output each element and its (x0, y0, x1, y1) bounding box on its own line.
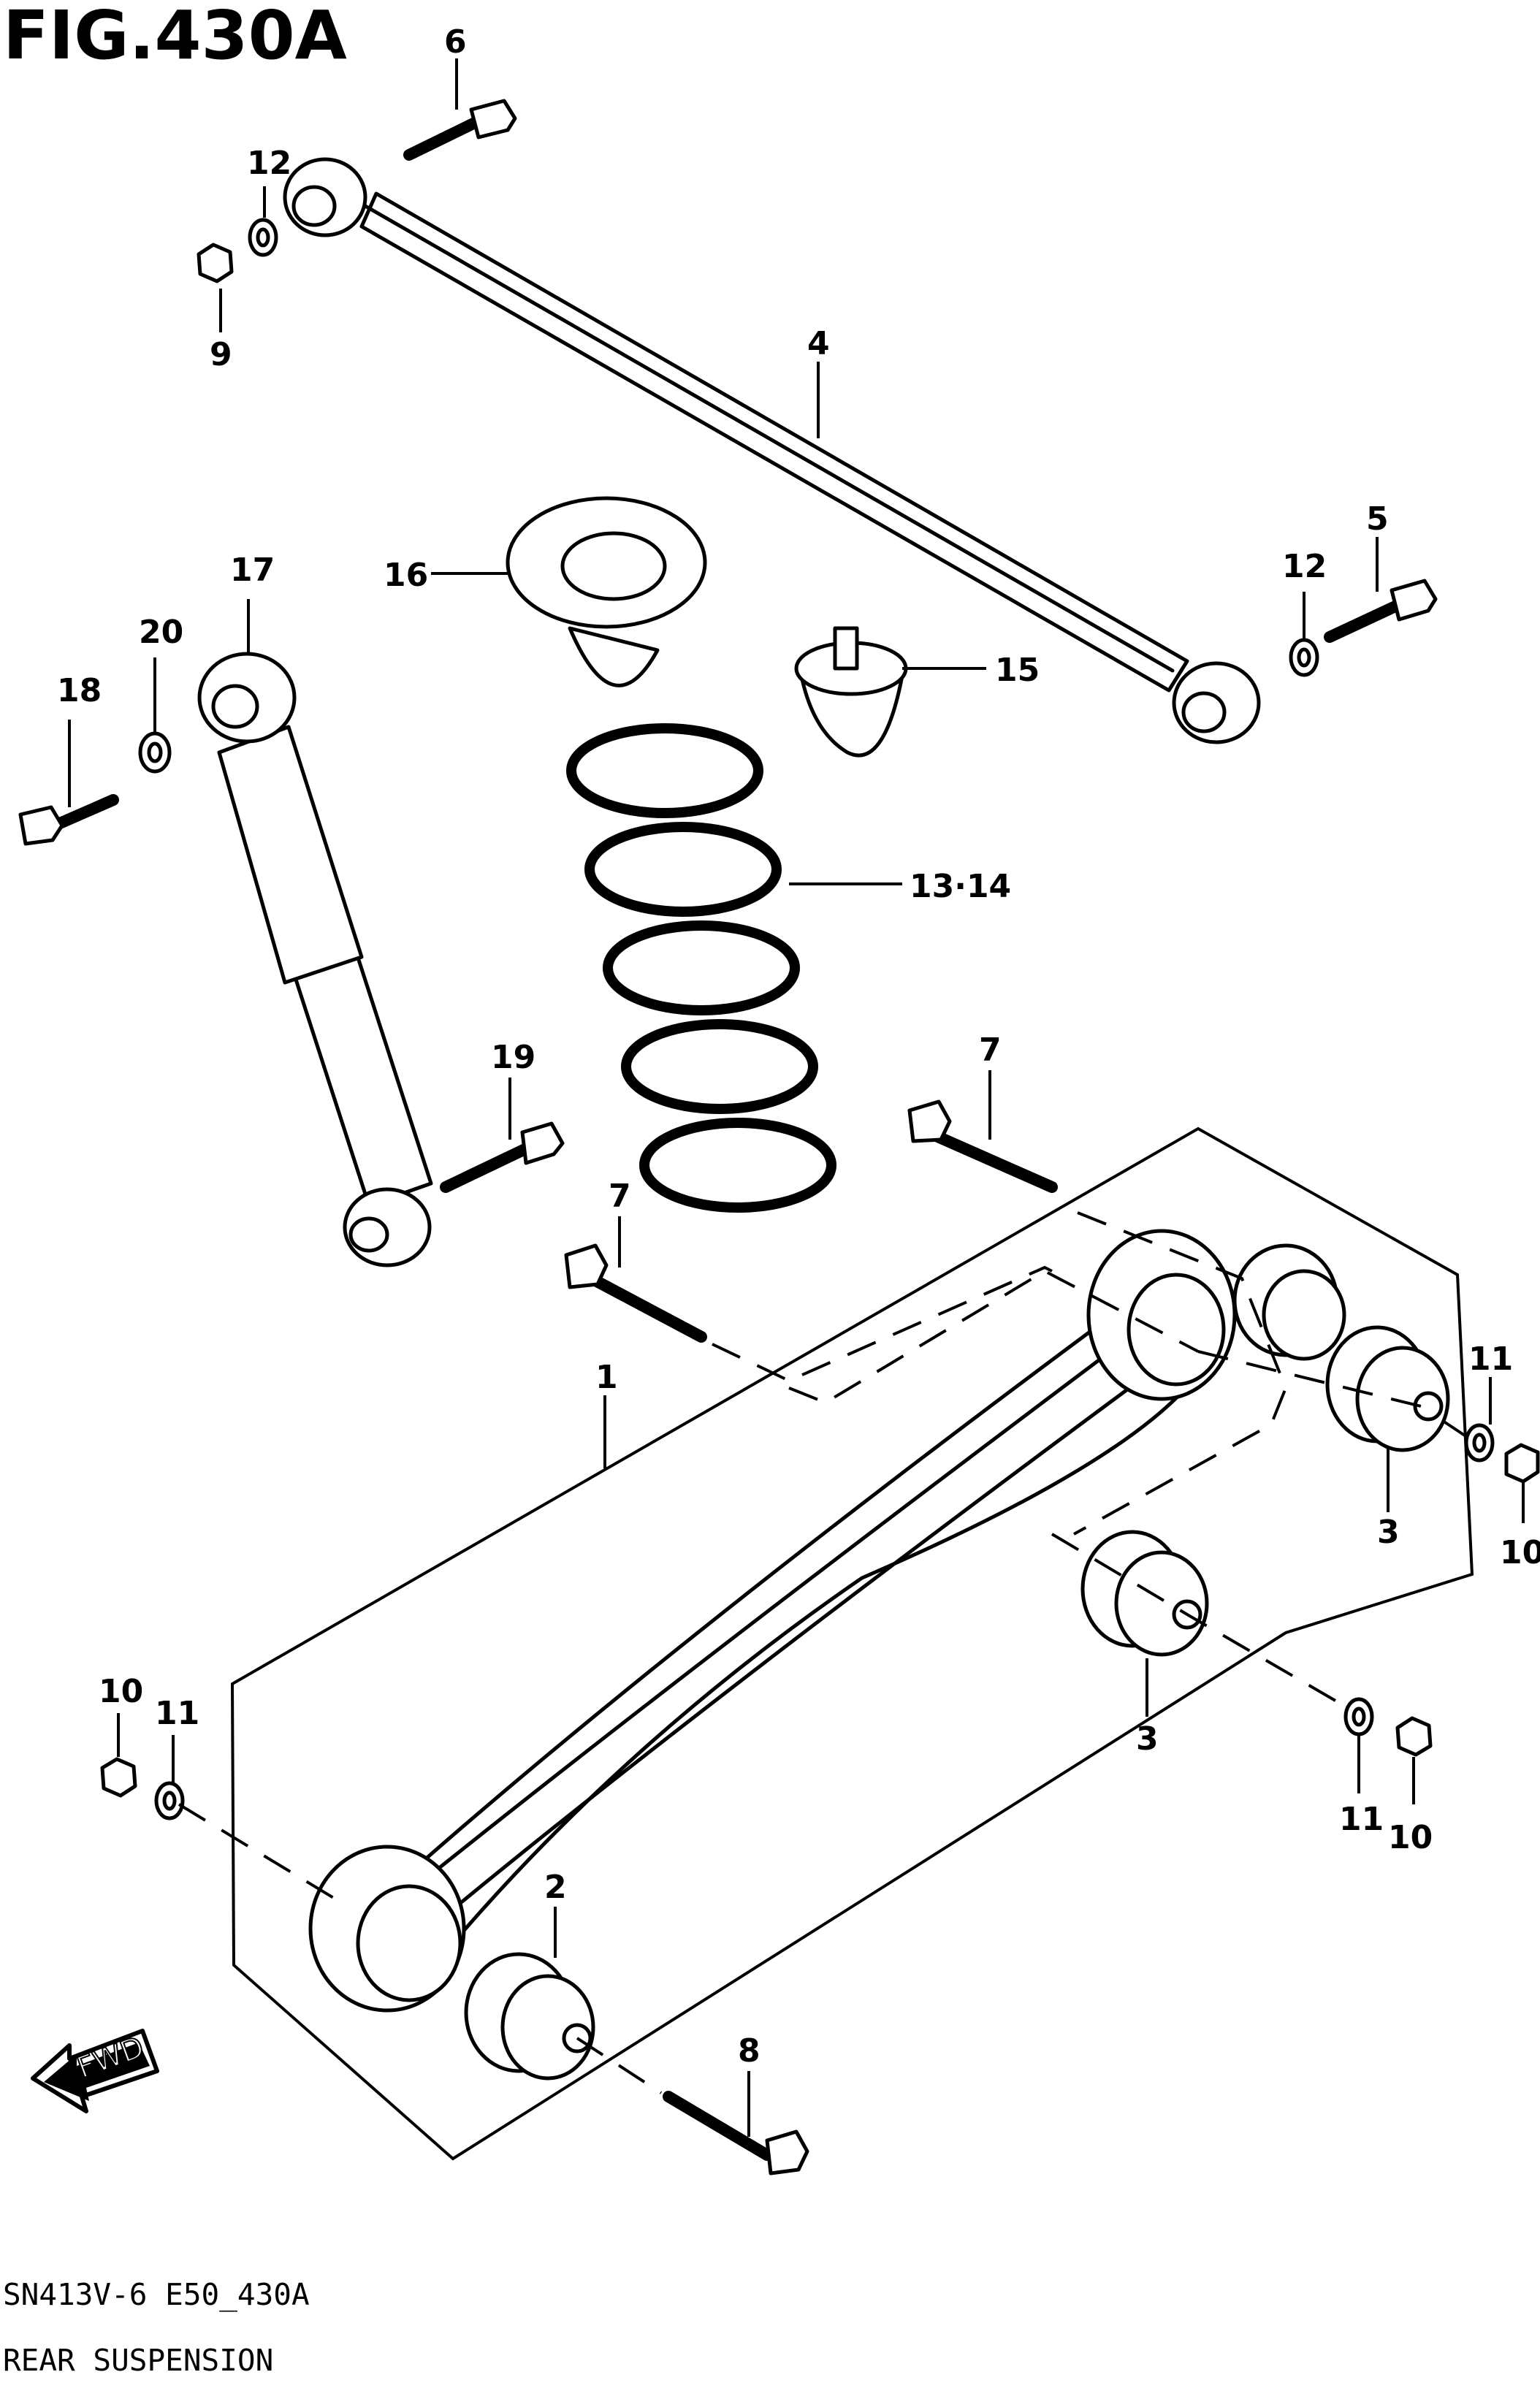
callout-6: 6 (444, 23, 467, 61)
callout-20: 20 (139, 614, 183, 651)
callout-11-right: 11 (1468, 1341, 1513, 1378)
lateral-rod[interactable] (283, 157, 1261, 744)
bolt-7-lower[interactable] (564, 1243, 707, 1343)
nut-10-right[interactable] (1504, 1443, 1540, 1484)
callout-9: 9 (210, 336, 232, 373)
callout-8: 8 (738, 2032, 761, 2070)
callout-10-lower-right: 10 (1388, 1819, 1433, 1856)
assembly-line-lower-bushing (1051, 1533, 1346, 1707)
bushing-3-upper[interactable] (1325, 1325, 1450, 1452)
callout-17: 17 (230, 552, 275, 589)
callout-1: 1 (595, 1359, 618, 1396)
washer-11-left[interactable] (154, 1781, 185, 1820)
fwd-arrow-icon: FWD (31, 2029, 159, 2113)
callout-10-left: 10 (99, 1673, 143, 1710)
callout-7-lower: 7 (609, 1178, 631, 1215)
callout-10-right: 10 (1500, 1534, 1540, 1571)
assembly-line-left (178, 1803, 338, 1901)
callout-2: 2 (544, 1869, 567, 1906)
callout-13-14: 13·14 (910, 868, 1011, 905)
section-name: REAR SUSPENSION (3, 2343, 273, 2378)
bolt-8[interactable] (663, 2091, 809, 2175)
bushing-upper-left[interactable] (1232, 1243, 1346, 1381)
washer-20[interactable] (138, 731, 172, 774)
callout-11-lower-right: 11 (1339, 1801, 1384, 1838)
bolt-5[interactable] (1324, 579, 1438, 643)
assembly-outline-box (230, 1126, 1474, 2161)
bolt-18[interactable] (18, 794, 119, 846)
callout-7-upper: 7 (979, 1031, 1002, 1069)
assembly-line-bolt7-lower (712, 1265, 1053, 1383)
nut-9[interactable] (197, 243, 234, 283)
washer-11-lower-right[interactable] (1343, 1697, 1374, 1736)
coil-spring[interactable] (566, 723, 836, 1213)
callout-5: 5 (1366, 500, 1389, 538)
callout-12-left: 12 (247, 145, 291, 182)
callout-11-left: 11 (155, 1695, 199, 1732)
leader-lines (68, 58, 1525, 2137)
bolt-19[interactable] (440, 1121, 565, 1193)
washer-12-left[interactable] (248, 218, 278, 257)
bolt-6[interactable] (403, 99, 517, 161)
assembly-line-washer-right (1441, 1419, 1466, 1437)
nut-10-lower-right[interactable] (1395, 1716, 1433, 1757)
figure-title: FIG.430A (3, 0, 347, 75)
assembly-line-box-inner (1073, 1211, 1288, 1536)
spring-seat[interactable] (506, 496, 707, 687)
assembly-line-bushing-upper (1197, 1350, 1422, 1408)
callout-18: 18 (57, 672, 102, 709)
bushing-3-lower[interactable] (1080, 1530, 1209, 1657)
callout-12-right: 12 (1282, 548, 1327, 585)
callout-15: 15 (995, 652, 1040, 689)
bushing-2[interactable] (464, 1952, 595, 2081)
washer-12-right[interactable] (1289, 638, 1319, 677)
callout-4: 4 (807, 325, 830, 362)
nut-10-left[interactable] (100, 1757, 137, 1798)
model-code: SN413V-6 E50_430A (3, 2277, 310, 2312)
assembly-line-bolt8 (576, 2037, 663, 2094)
callout-19: 19 (491, 1039, 535, 1076)
callout-16: 16 (384, 557, 428, 594)
callout-3-upper: 3 (1377, 1514, 1400, 1551)
bolt-7-upper[interactable] (907, 1099, 1058, 1193)
shock-absorber[interactable] (197, 652, 433, 1267)
bump-stopper[interactable] (794, 626, 908, 758)
callout-3-lower: 3 (1136, 1720, 1159, 1758)
trailing-arm[interactable] (308, 1229, 1237, 2013)
washer-11-right[interactable] (1464, 1423, 1495, 1463)
assembly-line-bolt7-upper (788, 1269, 1199, 1405)
